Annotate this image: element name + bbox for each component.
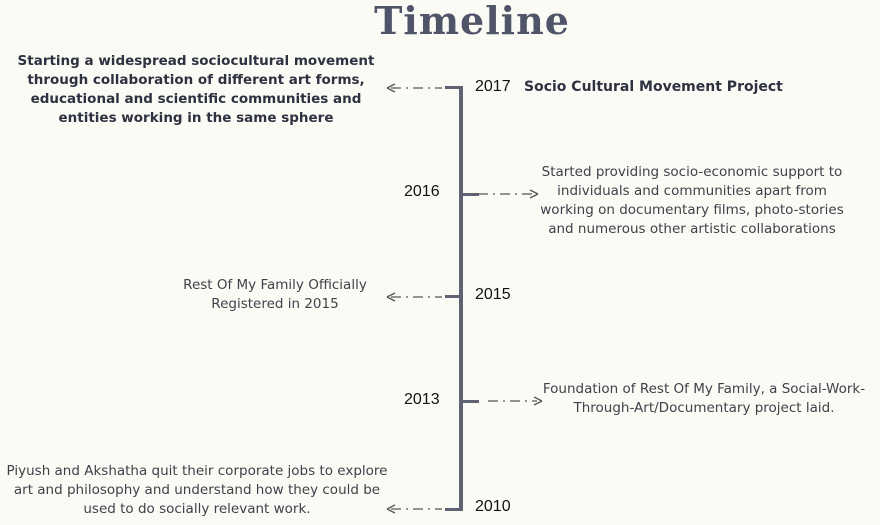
event-description-2015: Rest Of My Family Officially Registered … bbox=[183, 277, 367, 312]
tick-2010 bbox=[445, 508, 461, 511]
page-title: Timeline bbox=[374, 0, 570, 43]
year-2010: 2010 bbox=[475, 498, 511, 515]
connector-arrow-2016 bbox=[478, 189, 539, 199]
connector-arrow-2017 bbox=[386, 83, 442, 93]
connector-arrow-2015 bbox=[386, 292, 442, 302]
year-2015: 2015 bbox=[475, 286, 511, 303]
tick-2015 bbox=[445, 295, 461, 298]
event-heading-2017: Socio Cultural Movement Project bbox=[524, 79, 783, 95]
year-2016: 2016 bbox=[404, 183, 440, 200]
connector-arrow-2013 bbox=[488, 396, 543, 406]
event-description-2016: Started providing socio-economic support… bbox=[540, 164, 844, 237]
tick-2013 bbox=[463, 400, 479, 403]
year-2013: 2013 bbox=[404, 391, 440, 408]
event-description-2013: Foundation of Rest Of My Family, a Socia… bbox=[542, 381, 866, 416]
event-description-2017: Starting a widespread sociocultural move… bbox=[17, 53, 375, 126]
tick-2017 bbox=[445, 86, 461, 89]
event-description-2010: Piyush and Akshatha quit their corporate… bbox=[6, 463, 388, 517]
connector-arrow-2010 bbox=[386, 504, 442, 514]
year-2017: 2017 bbox=[475, 78, 511, 95]
timeline-spine bbox=[459, 86, 463, 511]
tick-2016 bbox=[463, 193, 479, 196]
